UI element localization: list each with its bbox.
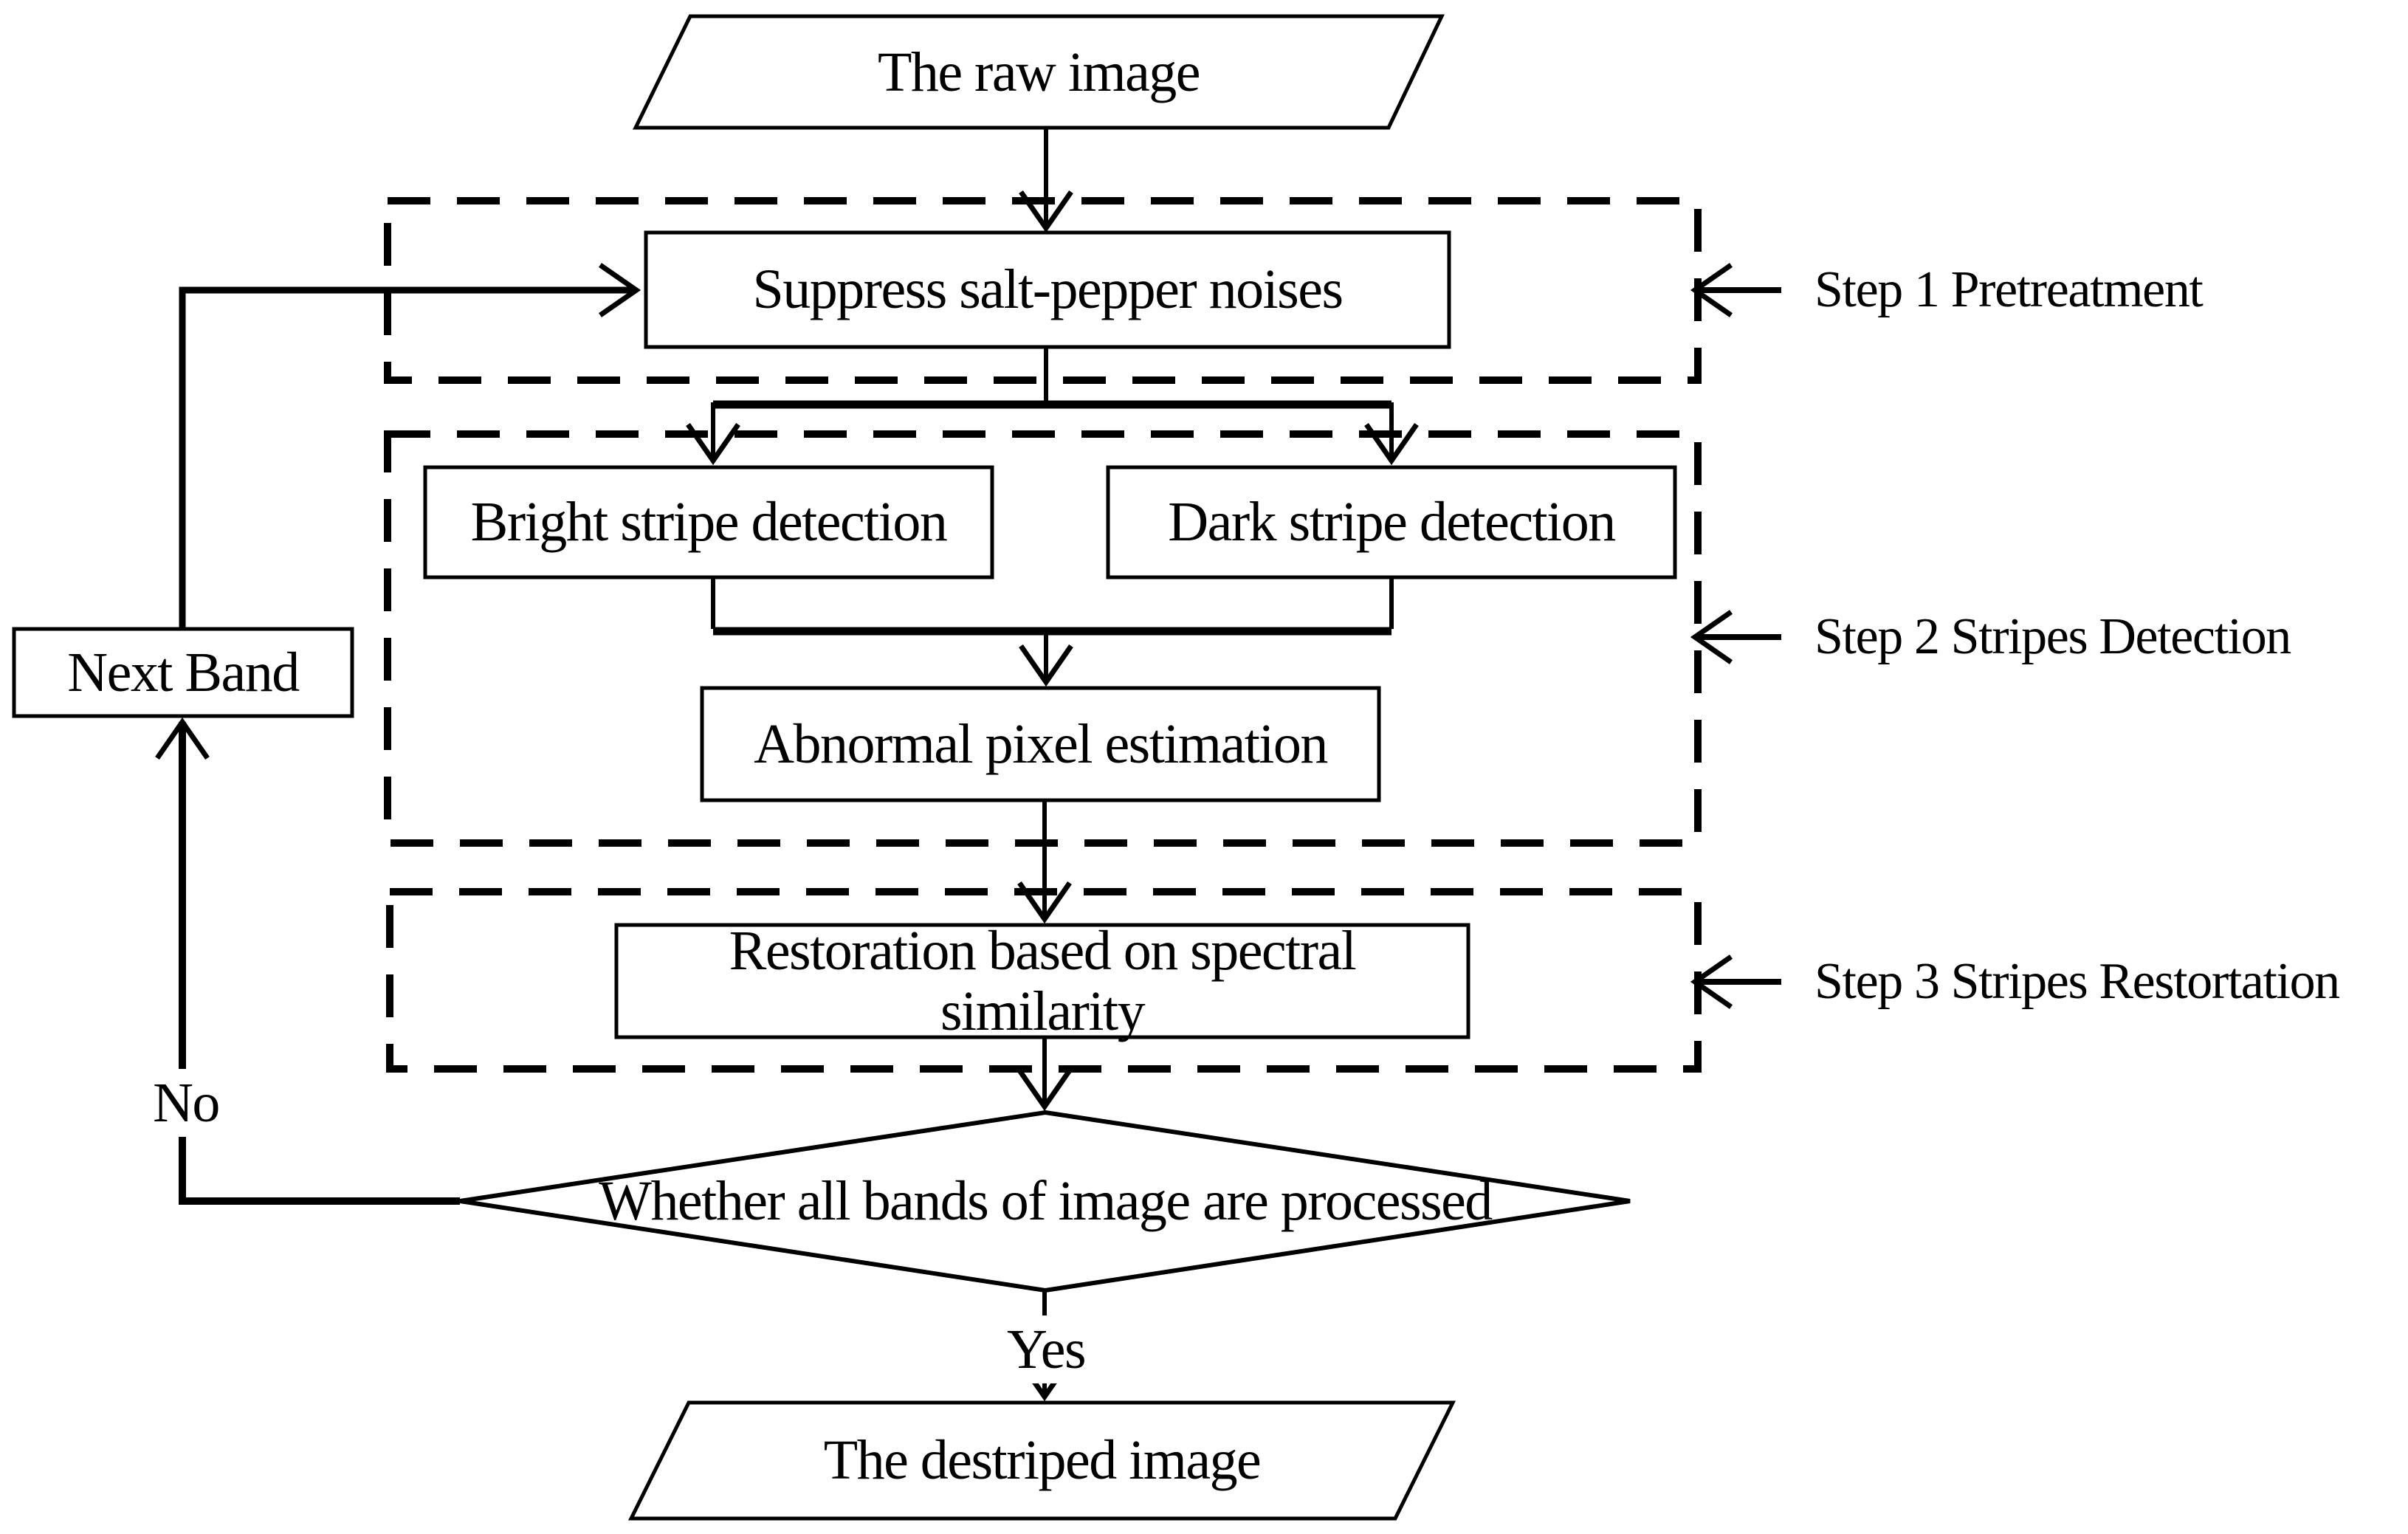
restoration-box-shape [614,923,1470,1039]
abnormal-pixel-label: Abnormal pixel estimation [754,712,1328,775]
dark-stripe-box-shape [1106,465,1677,579]
bright-stripe-box-shape [423,465,994,579]
step2-annotation: Step 2 Stripes Detection [1814,608,2291,666]
no-edge-label: No [135,1069,237,1137]
suppress-box-shape [644,230,1451,349]
destriped-image-label: The destriped image [823,1429,1262,1492]
restoration-label: Restoration based on spectral similarity [729,919,1357,1042]
next-band-box-shape [12,627,354,718]
bright-stripe-label: Bright stripe detection [470,491,948,554]
edge-no-loop-to-next-band [155,717,460,1205]
suppress-label: Suppress salt-pepper noises [752,258,1344,321]
step3-annotation: Step 3 Stripes Restortation [1814,953,2340,1011]
next-band-label: Next Band [67,641,300,704]
edge-loop-to-suppress [179,263,641,629]
step1-annotation: Step 1 Pretreatment [1814,261,2204,319]
destriped-image-shape [627,1400,1456,1521]
abnormal-pixel-box-shape [700,686,1381,802]
decision-label: Whether all bands of image are processed [599,1169,1493,1232]
raw-image-label: The raw image [877,41,1201,104]
yes-edge-label: Yes [980,1315,1112,1383]
raw-image-shape [632,14,1445,130]
dark-stripe-label: Dark stripe detection [1168,491,1616,554]
